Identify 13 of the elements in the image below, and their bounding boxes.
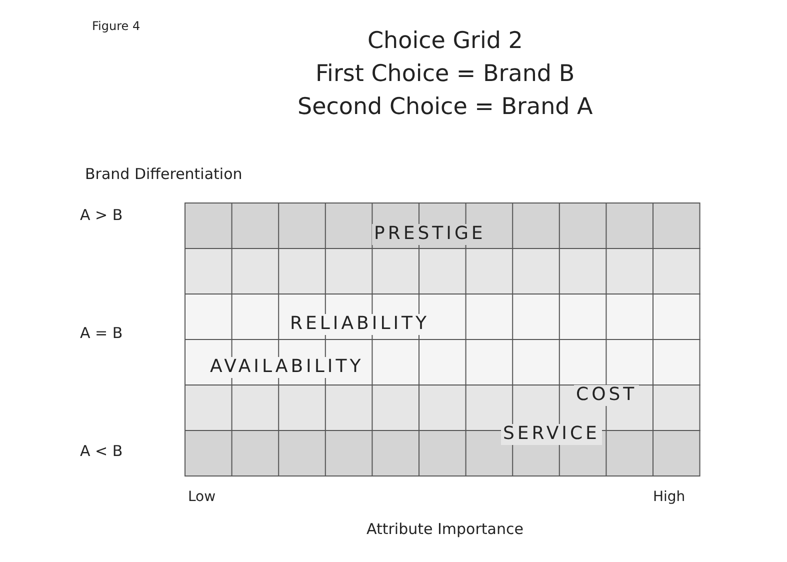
axis-tick-label: Low (188, 489, 216, 506)
subtitle: Second Choice = Brand A (298, 94, 593, 120)
axis-title: Brand Differentiation (85, 166, 242, 184)
axis-tick-label: High (653, 489, 686, 506)
axis-tick-label: A > B (80, 207, 123, 224)
axis-tick-label: A < B (80, 443, 123, 460)
attribute-label: COST (574, 385, 640, 406)
axis-title: Attribute Importance (366, 521, 524, 538)
axis-tick-label: A = B (80, 325, 123, 342)
subtitle: First Choice = Brand B (316, 61, 575, 88)
attribute-label: SERVICE (501, 424, 602, 445)
chart-title: Choice Grid 2 (368, 28, 523, 54)
figure-number: Figure 4 (92, 20, 140, 34)
